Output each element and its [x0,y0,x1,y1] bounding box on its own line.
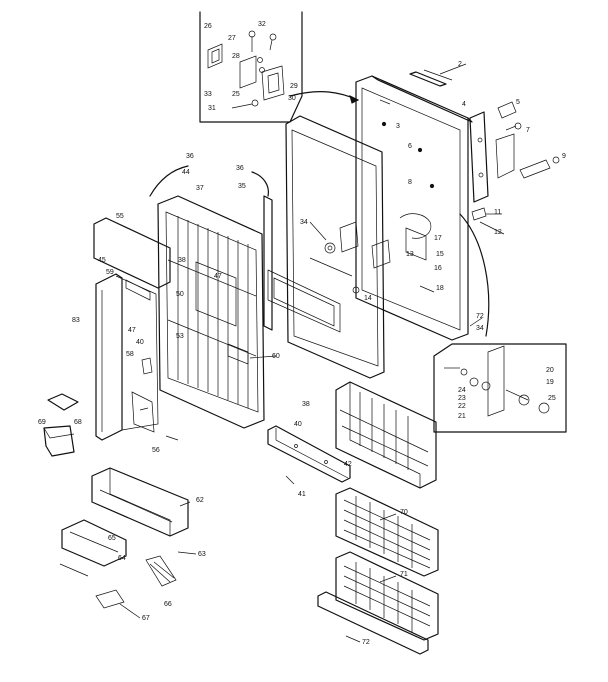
callout-23: 23 [458,395,466,402]
wire-basket-bottom [335,551,439,641]
callout-31: 31 [208,105,216,112]
callout-21: 21 [458,413,466,420]
callout-72: 40 [136,339,144,346]
callout-68: 71 [400,571,408,578]
callout-47: 53 [176,333,184,340]
top-hinge-parts [409,69,560,337]
leader-lines [119,63,505,643]
door-shelf-bar [267,425,351,485]
callout-65: 68 [74,419,82,426]
callout-37: 37 [196,185,204,192]
callout-36-b: 36 [236,165,244,172]
callout-56: 59 [106,269,114,276]
hinge-inset-lower [433,343,567,433]
callout-9: 9 [562,153,566,160]
callout-59: 63 [198,551,206,558]
callout-64: 67 [142,615,150,622]
callout-44-c: 47 [128,327,136,334]
outer-door-panel [355,75,473,341]
callout-18: 18 [436,285,444,292]
callout-44: 45 [98,257,106,264]
callout-62: 65 [108,535,116,542]
ribbed-inner-door [157,195,265,429]
callout-58: 62 [196,497,204,504]
callout-39: 38 [302,401,310,408]
butter-compartment [59,519,177,609]
callout-50: 55 [116,213,124,220]
callout-35: 35 [238,183,246,190]
callout-71: 34 [476,325,484,332]
callout-32: 32 [258,21,266,28]
callout-55: 58 [126,351,134,358]
callout-16: 16 [434,265,442,272]
callout-67: 70 [400,509,408,516]
callout-70: 72 [476,313,484,320]
callout-36: 36 [186,153,194,160]
callout-24: 24 [458,387,466,394]
callout-25-top: 25 [232,91,240,98]
callout-4: 4 [462,101,466,108]
callout-69: 72 [362,639,370,646]
callout-44-b: 47 [214,273,222,280]
callout-66: 69 [38,419,46,426]
hinge-parts-inset [199,11,360,123]
callout-8: 8 [408,179,412,186]
callout-25-b: 25 [548,395,556,402]
wire-basket-top [335,381,437,489]
callout-34: 34 [300,219,308,226]
callout-12: 12 [494,229,502,236]
callout-28: 28 [232,53,240,60]
small-parts-left [43,357,179,457]
dairy-door-shelf [91,467,189,537]
callout-41: 41 [298,491,306,498]
side-rail [93,217,171,441]
callout-15: 15 [436,251,444,258]
callout-30: 30 [288,95,296,102]
callout-6: 6 [408,143,412,150]
callout-17: 17 [434,235,442,242]
callout-60: 64 [118,555,126,562]
callout-22: 22 [458,403,466,410]
callout-5: 5 [516,99,520,106]
callout-29: 29 [290,83,298,90]
leader-curve-mid [251,171,269,197]
leader-curve-left [149,165,189,197]
callout-45: 50 [176,291,184,298]
callout-40: 40 [294,421,302,428]
callout-43: 44 [182,169,190,176]
callout-labels: 26 27 32 28 33 25 29 30 31 2 3 4 5 6 7 8… [38,21,566,646]
callout-7: 7 [526,127,530,134]
bottom-trim-strip [317,591,429,655]
inner-door-liner [263,195,391,333]
callout-13: 13 [406,251,414,258]
callout-20: 20 [546,367,554,374]
callout-27: 27 [228,35,236,42]
callout-42: 42 [344,461,352,468]
callout-19: 19 [546,379,554,386]
callout-2: 2 [458,61,462,68]
callout-40-left: 38 [178,257,186,264]
door-gasket [285,115,385,379]
callout-34-b: 83 [72,317,80,324]
callout-33: 33 [204,91,212,98]
callout-53: 56 [152,447,160,454]
callout-63: 66 [164,601,172,608]
callout-3: 3 [396,123,400,130]
callout-11: 11 [494,209,501,216]
callout-57: 60 [272,353,280,360]
callout-26: 26 [204,23,212,30]
wire-basket-middle [335,487,439,577]
callout-14: 14 [364,295,372,302]
